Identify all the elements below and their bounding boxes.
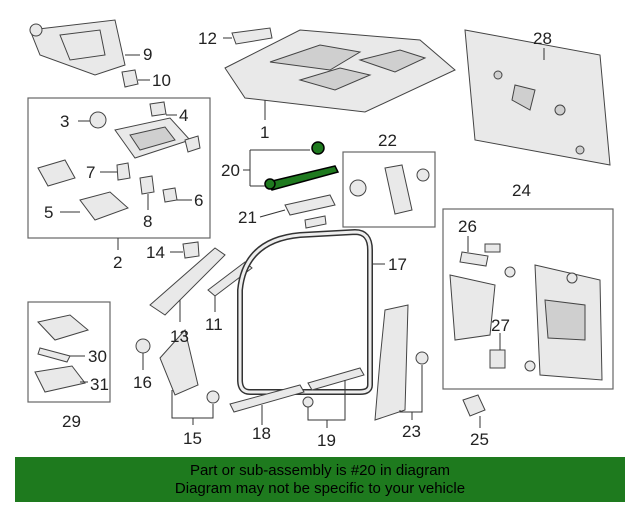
callout-2: 2 — [113, 253, 122, 272]
callout-5: 5 — [44, 203, 53, 222]
callout-17: 17 — [388, 255, 407, 274]
callout-25: 25 — [470, 430, 489, 449]
bulb-part-30 — [37, 347, 71, 363]
map-lamp-part-5 — [79, 191, 129, 221]
callout-13: 13 — [170, 327, 189, 346]
callout-4: 4 — [179, 106, 188, 125]
visor-holder-part-10 — [121, 69, 139, 88]
panel-part-28 — [464, 29, 611, 166]
callout-9: 9 — [143, 45, 152, 64]
callout-14: 14 — [146, 243, 165, 262]
scuff-plate-part-18 — [229, 384, 305, 413]
callout-29: 29 — [62, 412, 81, 431]
callout-26: 26 — [458, 217, 477, 236]
callout-10: 10 — [152, 71, 171, 90]
parts-diagram: 1 2 3 4 5 6 7 8 9 10 11 12 13 14 15 16 1… — [27, 19, 614, 450]
headliner-part-1 — [224, 29, 456, 113]
weatherstrip-part-17 — [237, 228, 373, 395]
lens-part — [37, 159, 76, 187]
info-banner: Part or sub-assembly is #20 in diagram D… — [15, 457, 625, 502]
callout-22: 22 — [378, 131, 397, 150]
callout-23: 23 — [402, 422, 421, 441]
banner-line-2: Diagram may not be specific to your vehi… — [174, 480, 466, 497]
banner-line-1: Part or sub-assembly is #20 in diagram — [189, 462, 451, 479]
callout-21: 21 — [238, 208, 257, 227]
callout-19: 19 — [317, 431, 336, 450]
callout-3: 3 — [60, 112, 69, 131]
pillar-trim-part-23 — [374, 304, 429, 421]
scuff-plate-part-19 — [302, 367, 365, 408]
trim-part-15 — [159, 328, 220, 404]
highlighted-part-20 — [264, 141, 340, 191]
trim-part-11 — [207, 261, 253, 297]
callout-15: 15 — [183, 429, 202, 448]
callout-7: 7 — [86, 163, 95, 182]
callout-8: 8 — [143, 212, 152, 231]
group-box-29 — [27, 301, 111, 403]
clip-part-14 — [182, 241, 200, 259]
callout-11: 11 — [205, 315, 223, 334]
callout-6: 6 — [194, 191, 203, 210]
bulb-part-7 — [116, 162, 131, 181]
trim-part-24 — [534, 264, 603, 381]
bin-part — [449, 274, 496, 341]
clip-part-3 — [89, 111, 107, 129]
sun-visor-part-9 — [29, 19, 126, 76]
callout-16: 16 — [133, 373, 152, 392]
clip-part-27 — [489, 349, 536, 372]
cap-part-25 — [462, 394, 486, 417]
connector-part-6 — [162, 187, 178, 203]
group-box-2 — [27, 97, 211, 239]
group-box-24 — [442, 208, 614, 390]
clip-part-26 — [459, 243, 516, 278]
callout-1: 1 — [260, 123, 269, 142]
callout-18: 18 — [252, 424, 271, 443]
trim-part-22 — [349, 164, 430, 215]
handle-part-12 — [231, 27, 273, 45]
callout-31: 31 — [90, 375, 109, 394]
bracket-part-21 — [284, 194, 336, 229]
callout-20: 20 — [221, 161, 240, 180]
screw-part — [566, 272, 578, 284]
clip-part-16 — [135, 338, 151, 354]
lamp-part-29 — [37, 314, 90, 341]
socket-part-8 — [139, 175, 155, 195]
callout-28: 28 — [533, 29, 552, 48]
lens-part-31 — [34, 365, 86, 393]
callout-12: 12 — [198, 29, 217, 48]
callout-24: 24 — [512, 181, 531, 200]
clip-part-4 — [149, 101, 167, 117]
callout-27: 27 — [491, 316, 510, 335]
callout-30: 30 — [88, 347, 107, 366]
group-box-22 — [342, 151, 436, 228]
overhead-console-part — [114, 117, 201, 159]
pillar-trim-part-13 — [149, 247, 226, 316]
